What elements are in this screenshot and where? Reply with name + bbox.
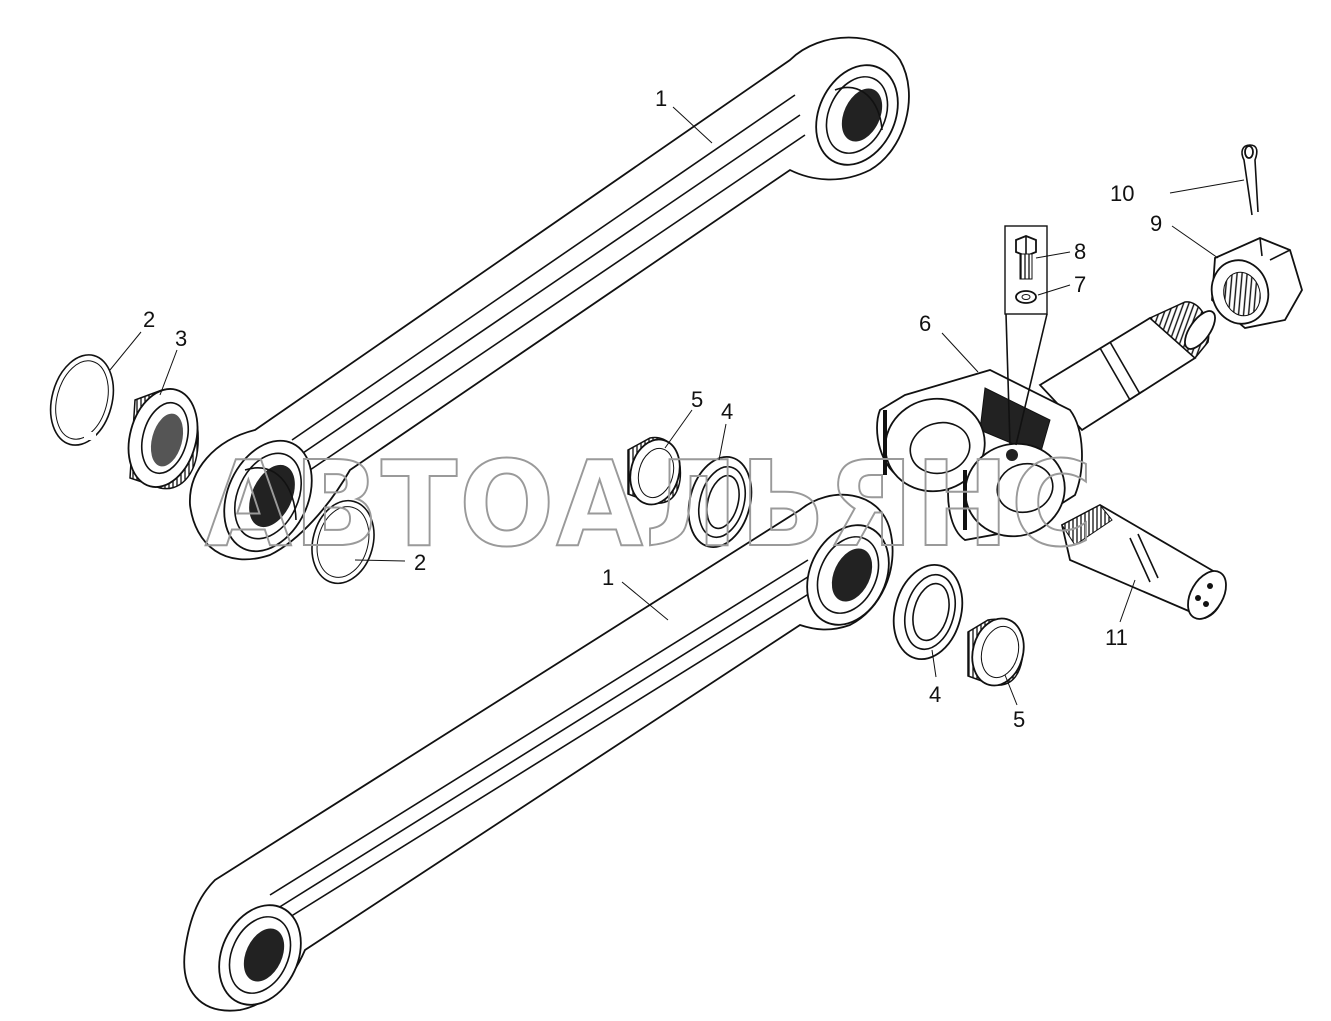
callout-5-upper: 5 — [691, 387, 703, 412]
callout-2-center: 2 — [414, 550, 426, 575]
callout-labels: 1 1 2 3 2 5 4 4 5 6 7 8 9 10 11 — [143, 86, 1162, 732]
leader-lines — [109, 106, 1245, 706]
callout-10: 10 — [1110, 181, 1134, 206]
watermark-text: АВТОАЛЬЯНС — [205, 435, 1095, 573]
bushing-5-upper — [627, 436, 682, 506]
callout-8: 8 — [1074, 239, 1086, 264]
bracket-6 — [876, 369, 1083, 541]
callout-1-lower: 1 — [602, 565, 614, 590]
callout-6: 6 — [919, 311, 931, 336]
callout-4-lower: 4 — [929, 682, 941, 707]
bushing-3 — [127, 388, 199, 490]
bushing-5-lower — [967, 617, 1025, 687]
cotter-pin-10 — [1241, 144, 1259, 216]
callout-2-left: 2 — [143, 307, 155, 332]
pin-11 — [1060, 503, 1227, 620]
lower-reaction-rod — [183, 493, 894, 1012]
snap-ring-left — [49, 354, 115, 446]
callout-7: 7 — [1074, 272, 1086, 297]
callout-4-upper: 4 — [721, 399, 733, 424]
callout-3: 3 — [175, 326, 187, 351]
castle-nut-9 — [1210, 237, 1303, 329]
seal-4-upper — [687, 455, 753, 549]
bolt-detail-box — [1004, 225, 1048, 446]
callout-9: 9 — [1150, 211, 1162, 236]
seal-4-lower — [892, 563, 964, 661]
upper-reaction-rod — [189, 36, 910, 561]
callout-11: 11 — [1105, 625, 1128, 650]
callout-5-lower: 5 — [1013, 707, 1025, 732]
callout-1-upper: 1 — [655, 86, 667, 111]
